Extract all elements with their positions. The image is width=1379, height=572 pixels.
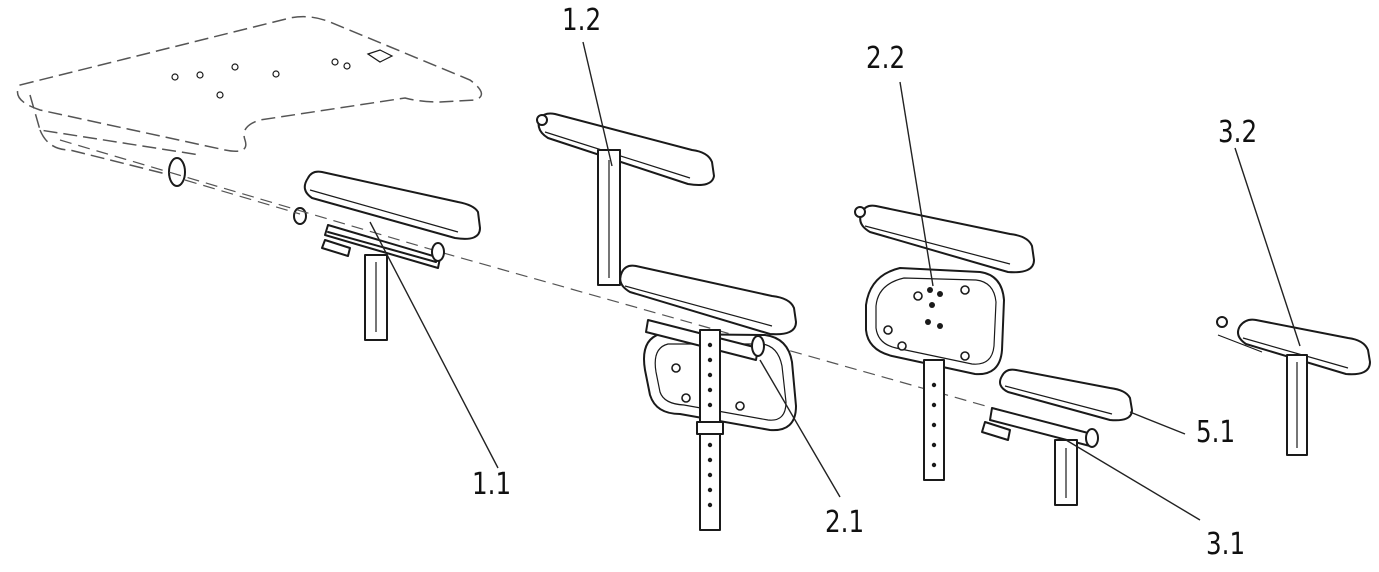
callout-1-2: 1.2 (562, 3, 602, 38)
armrest-assembly-2-2 (854, 204, 1035, 481)
armrest-assembly-3-1 (981, 368, 1133, 506)
armrest-assembly-1-2 (536, 112, 715, 286)
callout-5-1: 5.1 (1196, 415, 1236, 450)
seat-plate-ghost (16, 15, 483, 225)
armrest-assembly-2-1 (619, 264, 797, 531)
callout-3-1: 3.1 (1206, 527, 1246, 562)
leader-lines (369, 41, 1301, 521)
callout-2-1: 2.1 (825, 505, 865, 540)
callout-1-1: 1.1 (472, 467, 512, 502)
height-adjust-holes (707, 342, 713, 508)
armrest-assembly-3-2 (1216, 316, 1371, 456)
callout-2-2: 2.2 (866, 41, 906, 76)
callout-3-2: 3.2 (1218, 115, 1258, 150)
axis-lines (59, 139, 1001, 411)
